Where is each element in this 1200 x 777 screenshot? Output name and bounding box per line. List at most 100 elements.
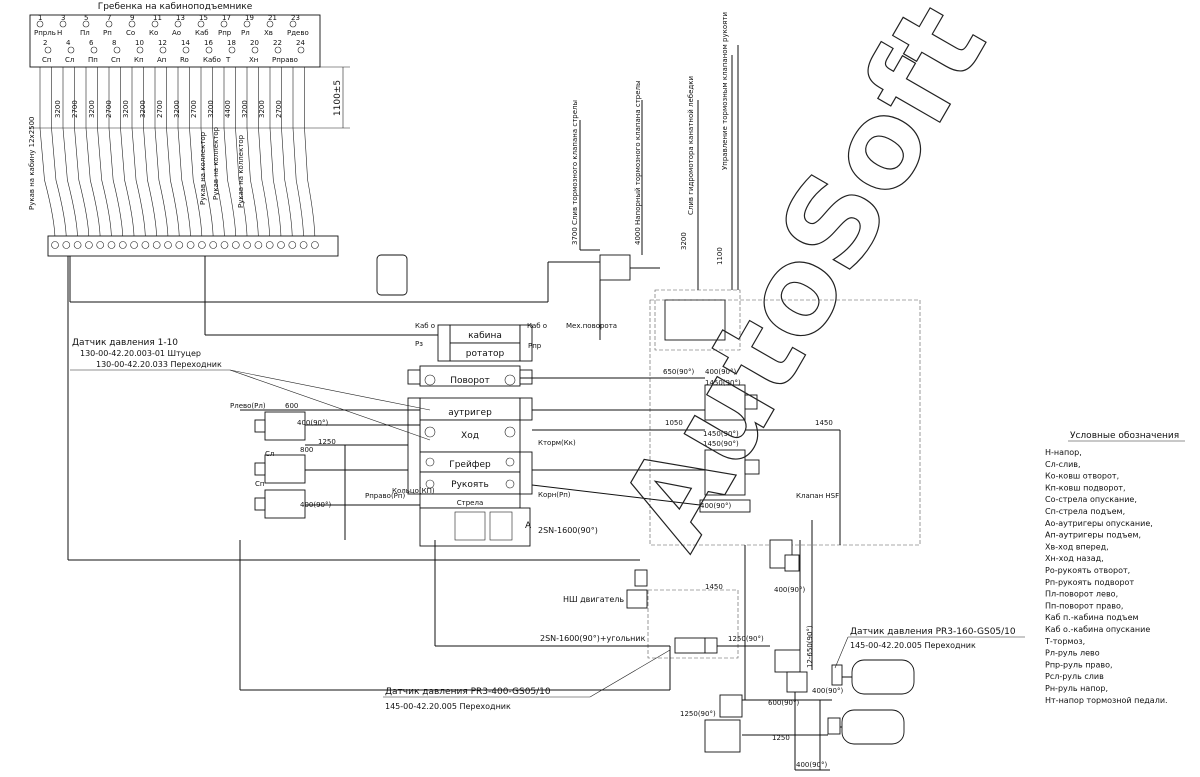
connector-bar-ports — [51, 241, 319, 249]
comb-port — [243, 20, 251, 28]
hose-length: 3200 — [122, 100, 130, 118]
hose-line — [39, 67, 56, 241]
svg-text:400(90°): 400(90°) — [297, 419, 328, 427]
bar-port — [243, 241, 251, 249]
hose-length: 2700 — [71, 100, 79, 118]
bar-port — [209, 241, 217, 249]
svg-text:1100: 1100 — [716, 247, 724, 265]
comb-port-number: 13 — [176, 14, 185, 22]
svg-text:НШ двигатель: НШ двигатель — [563, 595, 624, 604]
svg-text:Ход: Ход — [461, 431, 479, 441]
comb-port — [197, 20, 205, 28]
legend-item: Ко-ковш отворот, — [1045, 472, 1119, 481]
svg-text:400(90°): 400(90°) — [774, 586, 805, 594]
comb-port-number: 4 — [66, 39, 71, 47]
hose-line — [189, 67, 203, 241]
svg-text:400(90°): 400(90°) — [700, 502, 731, 510]
hose-length: 3200 — [241, 100, 249, 118]
left-pilot-valves: Рлево(Рл) Сл Сп Рправо(Рп) 600 400(90°) … — [230, 402, 420, 540]
sensor1-line2: 130-00-42.20.033 Переходник — [96, 360, 222, 369]
comb-port-number: 6 — [89, 39, 94, 47]
comb-port — [205, 46, 213, 54]
svg-text:Кторм(Кк): Кторм(Кк) — [538, 439, 576, 447]
svg-text:Рлево(Рл): Рлево(Рл) — [230, 402, 266, 410]
bar-port — [107, 241, 116, 249]
comb-bottom-label: Рправо — [272, 56, 298, 64]
hose-length: 3200 — [173, 100, 181, 118]
legend-item: Ап-аутригеры подъем, — [1045, 531, 1141, 540]
svg-text:1250: 1250 — [772, 734, 790, 742]
upper-routing — [67, 256, 640, 561]
comb-top-label: Рпр — [218, 29, 232, 37]
hose-length: 3200 — [88, 100, 96, 118]
bar-port — [311, 241, 319, 249]
comb-port-number: 12 — [158, 39, 167, 47]
comb-port-number: 14 — [181, 39, 190, 47]
hose-length: 4400 — [224, 100, 232, 118]
legend: Условные обозначения Н-напор,Сл-слив,Ко-… — [1044, 431, 1185, 705]
comb-top-label: Пл — [80, 29, 90, 37]
legend-item: Ао-аутригеры опускание, — [1045, 519, 1153, 528]
comb-port — [174, 20, 182, 28]
hose-length: 3200 — [139, 100, 147, 118]
hose-line — [62, 67, 78, 241]
accumulator-2 — [841, 709, 905, 745]
comb-bottom-label: Сл — [65, 56, 74, 64]
note-winch-drain: Слив гидромотора канатной лебедки — [687, 76, 695, 215]
svg-text:1050: 1050 — [665, 419, 683, 427]
hose-line — [74, 67, 90, 241]
legend-item: Кп-ковш подворот, — [1045, 483, 1126, 492]
pump-assembly: НШ двигатель — [563, 569, 739, 659]
comb-port-number: 16 — [204, 39, 213, 47]
bar-port — [73, 241, 82, 249]
hose-note-collector-3: Рукав на коллектор — [237, 134, 245, 208]
comb-top-label: Ко — [149, 29, 158, 37]
legend-item: Хн-ход назад, — [1045, 554, 1104, 563]
comb-port-number: 8 — [112, 39, 116, 47]
svg-text:1450(90°): 1450(90°) — [703, 440, 739, 448]
right-valves: 650(90°) 400(90°) 1450(90°) 1450(90°) 14… — [520, 368, 841, 545]
comb-bottom-label: Кп — [134, 56, 144, 64]
comb-bottom-label: Сп — [111, 56, 120, 64]
comb-top-label: Н — [57, 29, 62, 37]
note-boom-brake-drain: 3700 Слив тормозного клапана стрелы — [571, 100, 579, 245]
svg-text:Сл: Сл — [265, 450, 274, 458]
comb-port-number: 18 — [227, 39, 236, 47]
svg-text:400(90°): 400(90°) — [796, 761, 827, 769]
svg-text:600: 600 — [285, 402, 298, 410]
bar-port — [96, 241, 104, 249]
bar-port — [299, 241, 308, 249]
svg-text:Рукоять: Рукоять — [451, 480, 489, 490]
bar-port — [220, 241, 229, 249]
bar-port — [141, 241, 150, 249]
hose-line — [143, 67, 157, 241]
comb-port — [159, 46, 167, 54]
comb-port — [289, 20, 297, 28]
svg-text:1450: 1450 — [815, 419, 833, 427]
top-pipes: 3200 1100 — [579, 45, 739, 290]
legend-item: Рсл-руль слив — [1045, 672, 1104, 681]
small-box — [376, 254, 408, 296]
hose-line — [120, 67, 135, 241]
hose-length: 3200 — [207, 100, 215, 118]
sensor1-title: Датчик давления 1-10 — [72, 338, 178, 348]
svg-text:Рз: Рз — [415, 340, 423, 348]
bar-port — [254, 241, 263, 249]
hose-note-cabin: Рукав на кабину 12x2500 — [28, 116, 36, 210]
hose-bundle — [30, 67, 320, 241]
bar-port — [186, 241, 195, 249]
bar-port — [277, 241, 285, 249]
bar-port — [130, 241, 138, 249]
inlet-section — [419, 507, 531, 547]
comb-port — [251, 46, 259, 54]
svg-text:12-650(90°): 12-650(90°) — [806, 625, 814, 668]
sensor3-line1: 145-00-42.20.005 Переходник — [850, 641, 976, 650]
svg-text:Каб о: Каб о — [527, 322, 547, 330]
comb-port-number: 15 — [199, 14, 208, 22]
svg-text:1250: 1250 — [318, 438, 336, 446]
svg-text:ротатор: ротатор — [466, 349, 505, 359]
bar-port — [62, 241, 71, 249]
hose-line — [200, 67, 214, 241]
comb-port — [105, 20, 113, 28]
comb-bottom-label: Кабо — [203, 56, 221, 64]
